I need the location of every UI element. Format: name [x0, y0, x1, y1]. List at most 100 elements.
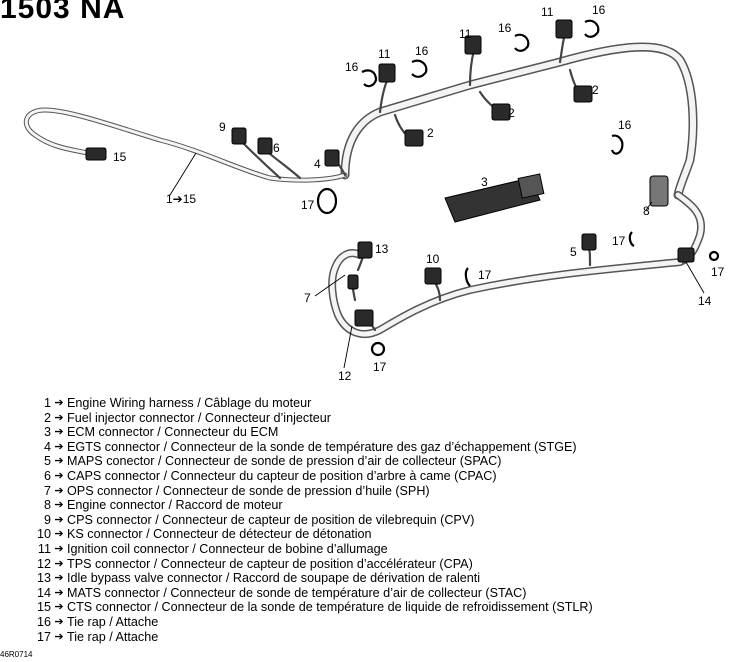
callout-2c: 2	[592, 83, 599, 97]
callout-16b: 16	[415, 44, 429, 58]
legend-item: 3➔ECM connector / Connecteur du ECM	[37, 425, 727, 440]
callout-11c: 11	[541, 5, 554, 19]
legend-number: 13	[37, 571, 52, 586]
arrow-icon: ➔	[54, 542, 64, 555]
legend-item: 1➔Engine Wiring harness / Câblage du mot…	[37, 396, 727, 411]
legend-item: 7➔OPS connector / Connecteur de sonde de…	[37, 484, 727, 499]
tie-raps	[316, 19, 720, 357]
legend-number: 4	[43, 439, 51, 454]
callout-16a: 16	[345, 60, 359, 74]
arrow-icon: ➔	[54, 484, 64, 497]
legend-number: 11	[37, 541, 51, 556]
parts-legend: 1➔Engine Wiring harness / Câblage du mot…	[37, 396, 727, 644]
legend-item: 5➔MAPS conector / Connecteur de sonde de…	[37, 454, 727, 469]
callout-17d: 17	[711, 265, 725, 279]
arrow-icon: ➔	[54, 615, 64, 628]
legend-text: CAPS connector / Connecteur du capteur d…	[67, 468, 497, 483]
ecm-connector	[444, 173, 545, 223]
arrow-icon: ➔	[54, 397, 64, 409]
legend-number: 9	[43, 512, 51, 527]
legend-number: 7	[43, 483, 51, 498]
legend-text: Tie rap / Attache	[67, 614, 159, 629]
legend-text: Idle bypass valve connector / Raccord de…	[67, 571, 481, 586]
callout-17c: 17	[612, 234, 626, 248]
legend-number: 2	[43, 410, 51, 425]
callout-5: 5	[570, 245, 577, 259]
legend-text: ECM connector / Connecteur du ECM	[67, 425, 279, 440]
arrow-icon: ➔	[54, 572, 64, 585]
legend-item: 11➔Ignition coil connector / Connecteur …	[37, 542, 727, 557]
legend-number: 15	[37, 600, 52, 615]
callout-2a: 2	[427, 126, 434, 140]
legend-item: 9➔CPS connector / Connecteur de capteur …	[37, 513, 727, 528]
callout-1-15: 1➔15	[166, 192, 196, 206]
legend-item: 14➔MATS connector / Connecteur de sonde …	[37, 586, 727, 601]
arrow-icon: ➔	[54, 630, 64, 643]
legend-item: 13➔Idle bypass valve connector / Raccord…	[37, 571, 727, 586]
legend-text: Ignition coil connector / Connecteur de …	[67, 541, 388, 556]
legend-text: Fuel injector connector / Connecteur d’i…	[67, 410, 331, 425]
legend-number: 12	[37, 556, 52, 571]
arrow-icon: ➔	[54, 426, 64, 439]
legend-text: CPS connector / Connecteur de capteur de…	[67, 512, 475, 527]
legend-item: 4➔EGTS connector / Connecteur de la sond…	[37, 440, 727, 455]
legend-number: 17	[37, 629, 52, 644]
callout-10: 10	[426, 252, 440, 266]
legend-text: EGTS connector / Connecteur de la sonde …	[67, 439, 577, 454]
callout-13: 13	[375, 242, 389, 256]
callout-2b: 2	[508, 106, 515, 120]
callout-4: 4	[314, 157, 321, 171]
legend-text: MAPS conector / Connecteur de sonde de p…	[67, 454, 502, 469]
main-harness-upper	[340, 42, 698, 200]
callout-14: 14	[698, 294, 712, 308]
legend-number: 5	[43, 454, 51, 469]
arrow-icon: ➔	[54, 586, 64, 599]
callout-labels: 16 11 16 11 16 11 16 2 2 2 9 6 15 4 1➔15…	[113, 3, 725, 383]
legend-number: 8	[43, 498, 51, 513]
legend-text: TPS connector / Connecteur de capteur de…	[67, 556, 473, 571]
callout-17a: 17	[301, 198, 315, 212]
callout-12: 12	[338, 369, 352, 383]
callout-11b: 11	[459, 27, 472, 41]
callout-8: 8	[643, 204, 650, 218]
wiring-harness-diagram: 16 11 16 11 16 11 16 2 2 2 9 6 15 4 1➔15…	[23, 3, 725, 383]
callout-7: 7	[304, 291, 311, 305]
main-harness-lower	[328, 249, 684, 338]
legend-number: 3	[43, 425, 51, 440]
callout-11a: 11	[378, 47, 391, 61]
harness-left-branch	[23, 107, 348, 183]
callout-16e: 16	[618, 118, 632, 132]
legend-item: 16➔Tie rap / Attache	[37, 615, 727, 630]
reference-code: 46R0714	[0, 650, 33, 659]
legend-item: 6➔CAPS connector / Connecteur du capteur…	[37, 469, 727, 484]
arrow-icon: ➔	[54, 557, 64, 570]
leader-lines	[169, 152, 705, 369]
arrow-icon: ➔	[54, 513, 64, 526]
legend-number: 14	[37, 585, 52, 600]
legend-number: 6	[43, 468, 51, 483]
callout-15: 15	[113, 150, 127, 164]
connectors	[85, 19, 695, 327]
callout-17b: 17	[478, 268, 492, 282]
legend-text: KS connector / Connecteur de détecteur d…	[67, 527, 372, 542]
arrow-icon: ➔	[54, 455, 64, 468]
callout-16d: 16	[592, 3, 606, 17]
callout-6: 6	[273, 141, 280, 155]
arrow-icon: ➔	[54, 528, 64, 541]
legend-number: 16	[37, 614, 52, 629]
callout-3: 3	[481, 175, 488, 189]
arrow-icon: ➔	[54, 469, 64, 482]
legend-item: 17➔Tie rap / Attache	[37, 630, 727, 645]
legend-text: MATS connector / Connecteur de sonde de …	[67, 585, 527, 600]
legend-text: OPS connector / Connecteur de sonde de p…	[67, 483, 430, 498]
legend-text: CTS connector / Connecteur de la sonde d…	[67, 600, 593, 615]
legend-item: 15➔CTS connector / Connecteur de la sond…	[37, 600, 727, 615]
page-title: 1503 NA	[0, 0, 126, 25]
legend-item: 8➔Engine connector / Raccord de moteur	[37, 498, 727, 513]
arrow-icon: ➔	[54, 411, 64, 424]
callout-16c: 16	[498, 21, 512, 35]
legend-item: 2➔Fuel injector connector / Connecteur d…	[37, 411, 727, 426]
legend-item: 10➔KS connector / Connecteur de détecteu…	[37, 527, 727, 542]
callout-17e: 17	[373, 360, 387, 374]
legend-number: 1	[43, 396, 51, 410]
